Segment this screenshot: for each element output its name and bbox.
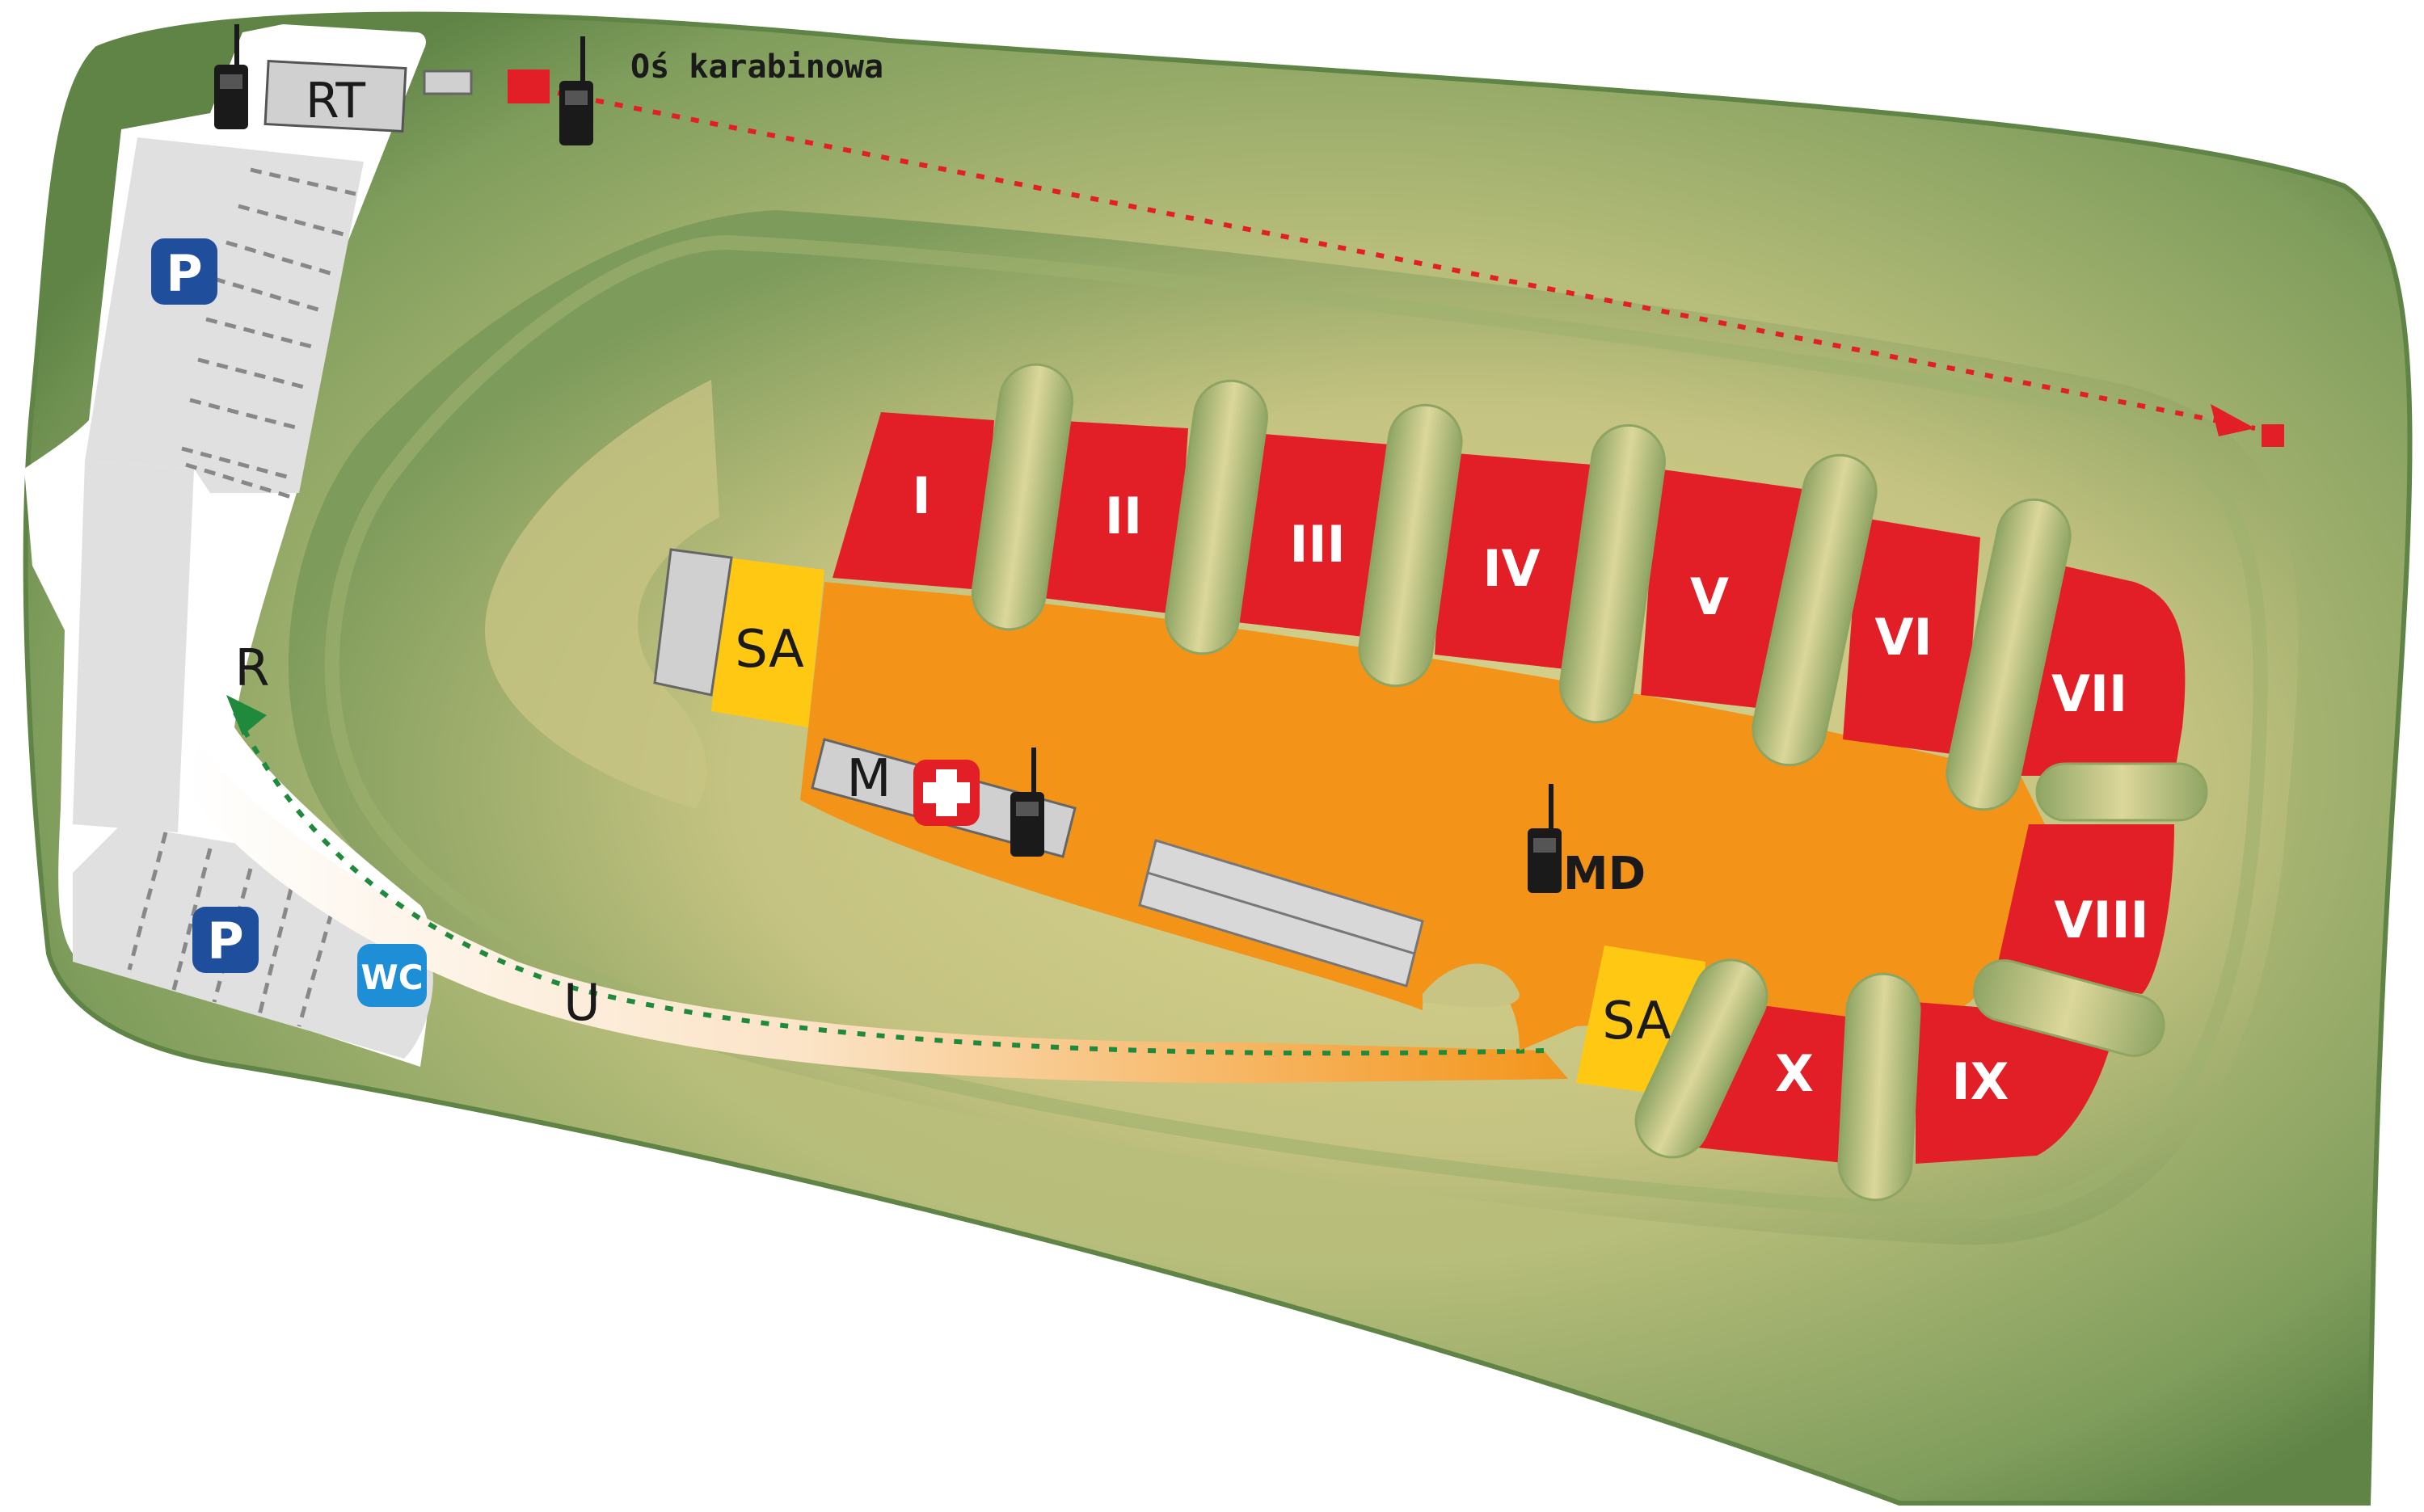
stand-label-VIII: VIII (2054, 891, 2148, 950)
stand-II (1043, 420, 1188, 614)
stand-label-VI: VI (1874, 608, 1932, 667)
parking-label-upper: P (166, 244, 202, 303)
stand-IX (1916, 1002, 2118, 1164)
parking-icon: P (192, 907, 259, 973)
return-road (186, 743, 1568, 1083)
small-gray-marker (423, 69, 473, 95)
axis-label: Oś karabinowa (630, 48, 883, 86)
axis-end-red-marker (2262, 424, 2284, 447)
u-label: U (563, 973, 600, 1032)
radio-icon (1528, 784, 1562, 893)
stand-label-VII: VII (2051, 664, 2127, 723)
field-bottom-berm (1423, 963, 1520, 1008)
stand-I (833, 412, 994, 590)
stand-label-II: II (1105, 486, 1142, 545)
sa-right-label: SA (1602, 992, 1672, 1051)
stand-III (1237, 432, 1390, 638)
stand-VIII (1996, 824, 2174, 994)
rifle-axis-line (557, 91, 2256, 431)
stand-label-V: V (1690, 567, 1729, 626)
axis-arrowhead (2211, 404, 2255, 436)
gray-block-line (1147, 871, 1415, 955)
stand-VI (1843, 517, 1980, 756)
rt-label: RT (306, 73, 365, 129)
route-arrowhead (226, 695, 267, 735)
green-dotted-route (232, 710, 1545, 1056)
axis-start-red-marker (508, 69, 550, 103)
inner-rim (324, 234, 2268, 1220)
stand-label-IX: IX (1952, 1052, 2009, 1111)
stand-label-I: I (912, 466, 930, 525)
shooting-field (800, 582, 2045, 1051)
stand-IV (1435, 453, 1592, 671)
wc-icon: WC (357, 944, 427, 1007)
road-gray-vertical (73, 461, 194, 832)
wc-label: WC (360, 958, 423, 997)
road-gray-upper (85, 137, 364, 493)
stand-VII (2013, 562, 2186, 776)
parking-icon: P (151, 238, 217, 305)
berms (971, 363, 2208, 1202)
inner-berm (485, 380, 719, 808)
md-label: MD (1563, 848, 1646, 900)
r-label: R (234, 638, 269, 697)
first-aid-icon (913, 760, 980, 826)
radio-icon (1010, 748, 1044, 857)
sa-left-label: SA (735, 620, 804, 680)
radio-icon (559, 36, 593, 145)
m-label: M (846, 749, 891, 809)
radio-icon (214, 24, 248, 129)
stand-label-III: III (1289, 515, 1345, 574)
stand-V (1641, 469, 1802, 711)
stand-label-IV: IV (1482, 539, 1540, 598)
stand-label-X: X (1775, 1044, 1814, 1103)
sa-left-gray-box (653, 548, 733, 697)
sa-left-zone (711, 558, 824, 727)
rt-building (263, 60, 407, 133)
stand-labels: I II III IV V VI VII VIII IX X (912, 466, 2148, 1111)
parking-label-lower: P (207, 912, 243, 971)
